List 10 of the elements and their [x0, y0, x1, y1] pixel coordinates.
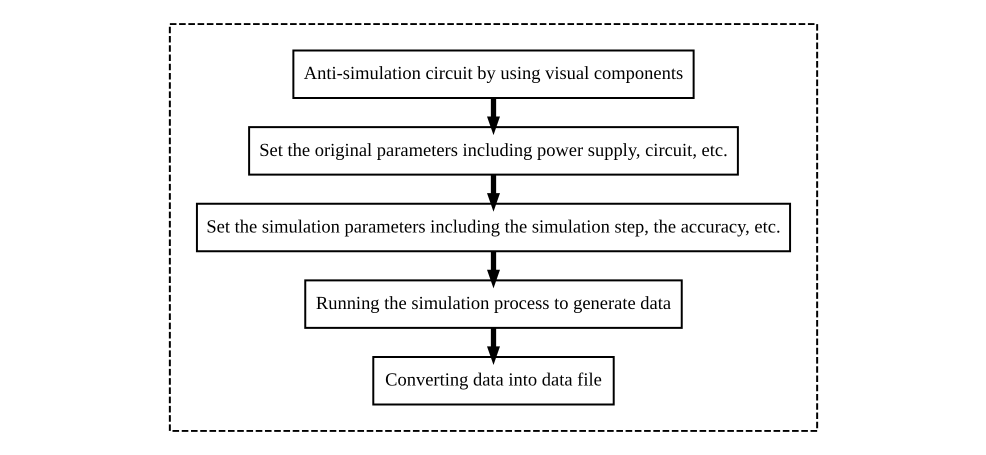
node-box: Converting data into data file — [372, 356, 614, 406]
arrow — [486, 251, 500, 288]
node-box: Set the original parameters including power supply, circuit, etc. — [248, 126, 738, 176]
cluster — [168, 23, 818, 432]
arrow — [486, 174, 500, 212]
node-box: Set the simulation parameters including the simulation step, the accuracy, etc. — [195, 202, 791, 252]
arrow — [486, 98, 500, 136]
node-box: Anti-simulation circuit by using visual components — [292, 50, 694, 100]
node-box: Running the simulation process to generate data — [304, 279, 682, 329]
arrow — [486, 328, 500, 365]
